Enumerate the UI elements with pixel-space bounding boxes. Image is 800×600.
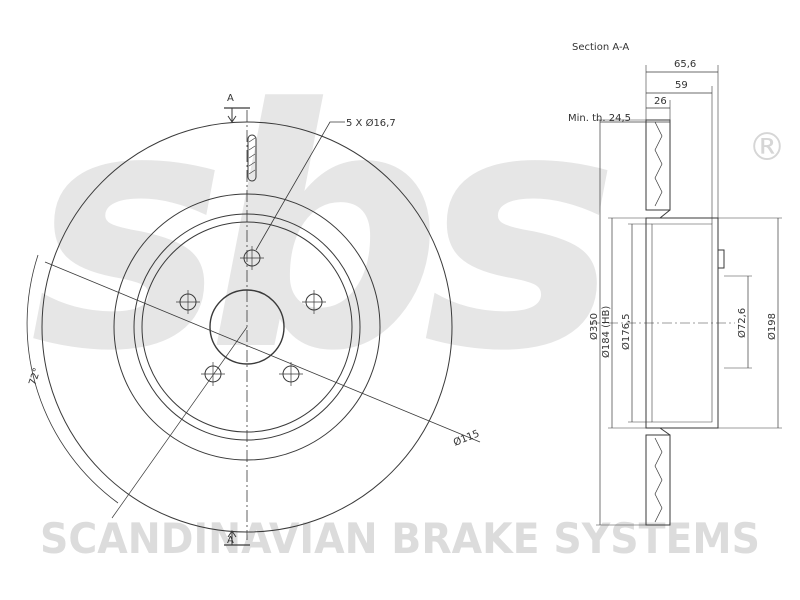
vent-zigzag-bottom: [654, 437, 663, 523]
hat-dia-label: Ø198: [766, 313, 778, 340]
friction-ring-top: [645, 119, 671, 211]
vent-zigzag-top: [654, 121, 663, 207]
section-title: Section A-A: [572, 42, 629, 53]
angle-label: 72°: [27, 367, 43, 387]
hat-inner-wall: [651, 223, 713, 423]
wear-slot-hatch: [248, 137, 256, 175]
inner-dia-label: Ø176,5: [620, 314, 632, 351]
front-view: [26, 107, 481, 546]
bolt-callout-leader: [255, 121, 345, 251]
registered-mark: ®: [748, 125, 786, 169]
dia-extension-lines: [596, 119, 782, 526]
section-marker-top: A: [227, 93, 234, 104]
section-arrow-top: [227, 108, 237, 123]
sbs-watermark: sbs ® SCANDINAVIAN BRAKE SYSTEMS: [30, 39, 786, 563]
angle-line: [111, 326, 248, 519]
bolt-holes-label: 5 X Ø16,7: [346, 117, 396, 129]
friction-ring-bottom: [645, 434, 671, 526]
pcd-dimension-line: [44, 261, 481, 443]
watermark-logo: sbs: [30, 39, 608, 423]
outer-dia-label: Ø350: [588, 313, 600, 340]
section-arrow-bottom: [227, 530, 237, 545]
hb-dia-label: Ø184 (HB): [600, 306, 612, 358]
width-overall-label: 65,6: [674, 59, 696, 70]
angle-arc: [26, 254, 119, 504]
thickness-label: 26: [654, 96, 667, 107]
section-marker-bottom: A: [227, 535, 234, 546]
wear-slot: [247, 134, 257, 182]
section-view: [590, 65, 782, 526]
center-dia-label: Ø72,6: [736, 308, 748, 338]
section-view-labels: Section A-A Min. th. 24,5 65,6 59 26 Ø35…: [568, 42, 778, 358]
hat-profile: [645, 209, 719, 436]
bolt-hole-centerlines: [176, 246, 326, 386]
hub-flange: [718, 249, 725, 269]
width-hat-label: 59: [675, 80, 688, 91]
pcd-label: Ø115: [452, 428, 482, 449]
min-thickness-label: Min. th. 24,5: [568, 113, 631, 124]
watermark-tagline: SCANDINAVIAN BRAKE SYSTEMS: [40, 514, 760, 563]
